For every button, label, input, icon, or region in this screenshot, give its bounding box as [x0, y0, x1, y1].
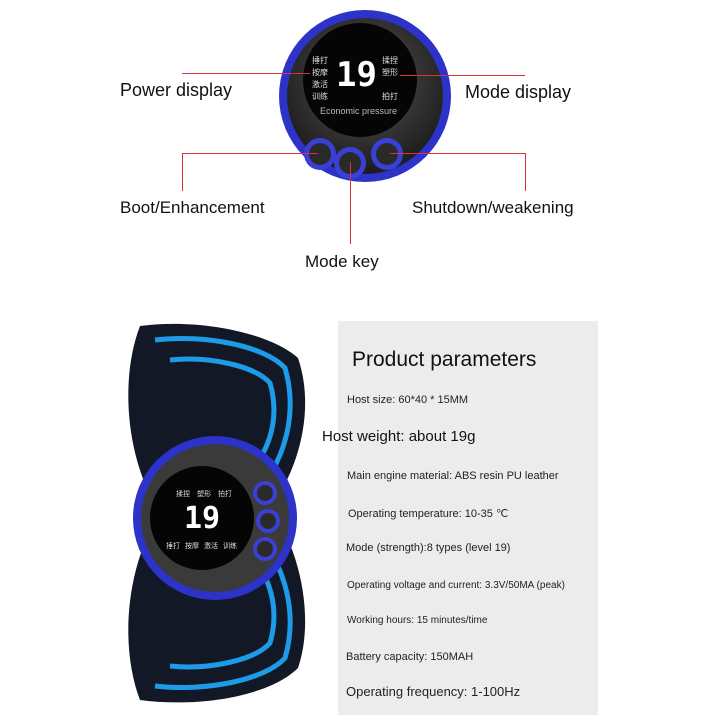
mode-label: 激活: [204, 542, 218, 550]
mode-label: 按摩: [312, 68, 328, 77]
mode-label: 拍打: [382, 92, 398, 101]
mode-label: 塑形: [197, 490, 211, 498]
mode-label: 拍打: [218, 490, 232, 498]
param-host-weight: Host weight: about 19g: [322, 428, 476, 445]
lcd-screen: [150, 466, 254, 570]
digit-display: 19: [336, 55, 377, 95]
mode-key-label: Mode key: [305, 252, 379, 271]
power-display-label: Power display: [120, 80, 233, 100]
param-host-size: Host size: 60*40 * 15MM: [347, 394, 469, 406]
mode-label: 按摩: [185, 542, 199, 550]
callout-line: [400, 75, 525, 76]
lcd-screen: [303, 23, 417, 137]
param-mode: Mode (strength):8 types (level 19): [346, 542, 511, 554]
parameters-title: Product parameters: [352, 348, 537, 371]
butterfly-massager-pad: [128, 323, 306, 703]
param-temperature: Operating temperature: 10-35 ℃: [348, 508, 509, 520]
mode-label: 训练: [223, 542, 237, 550]
param-battery: Battery capacity: 150MAH: [346, 651, 474, 663]
mode-label: 捶打: [166, 542, 180, 550]
massager-device-front: [279, 10, 451, 182]
boot-enhancement-label: Boot/Enhancement: [120, 198, 265, 217]
mode-display-label: Mode display: [465, 82, 572, 102]
callout-line: [182, 153, 318, 154]
callout-line: [390, 153, 526, 154]
callout-line: [182, 73, 310, 74]
mode-label: 激活: [312, 80, 328, 89]
mode-label: 揉捏: [176, 490, 190, 498]
mode-label: 揉捏: [382, 56, 398, 65]
param-frequency: Operating frequency: 1-100Hz: [346, 684, 521, 699]
param-material: Main engine material: ABS resin PU leath…: [347, 470, 559, 482]
shutdown-weakening-label: Shutdown/weakening: [412, 198, 574, 217]
param-working-hours: Working hours: 15 minutes/time: [347, 615, 488, 626]
screen-overlay-text: Economic pressure: [320, 106, 398, 116]
mode-label: 训练: [312, 92, 328, 101]
callout-line: [350, 162, 351, 244]
mode-label: 捶打: [312, 56, 328, 65]
digit-display: 19: [184, 501, 221, 536]
parameters-panel: [338, 321, 598, 715]
callout-line: [525, 153, 526, 191]
mode-label: 塑形: [382, 68, 398, 77]
param-voltage: Operating voltage and current: 3.3V/50MA…: [347, 580, 565, 591]
callout-line: [182, 153, 183, 191]
blue-stripes: [154, 335, 293, 691]
